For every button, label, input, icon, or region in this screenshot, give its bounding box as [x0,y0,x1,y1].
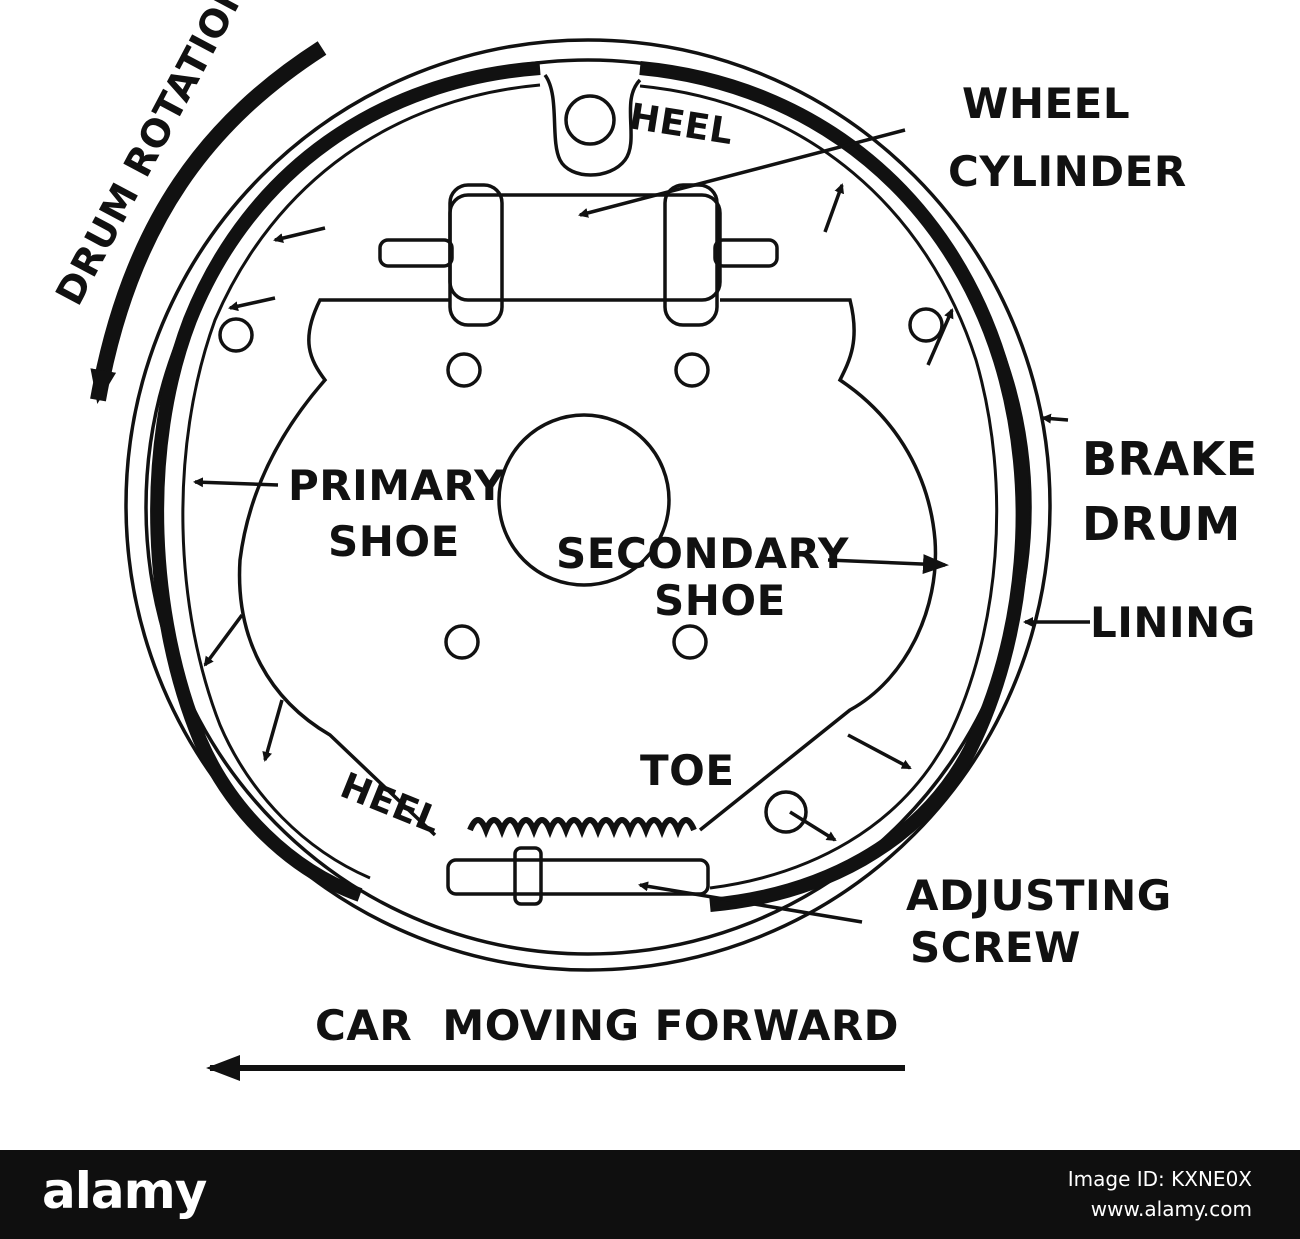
secondary-shoe-label-line2: SHOE [654,576,786,625]
adjusting-spring [467,817,697,839]
wheel-cylinder-left-cap [448,183,504,327]
adjusting-screw-body [446,858,710,896]
car-moving-forward-label: CAR MOVING FORWARD [315,1001,899,1050]
pressure-arrow [203,613,244,667]
adjusting-screw-nut [513,846,543,906]
pressure-arrow [926,308,954,366]
secondary-shoe-leader [827,554,949,575]
shoe-hold-down-pin [764,790,808,834]
backing-plate-outline [237,298,938,837]
secondary-shoe-lining [639,61,1030,912]
lining-label: LINING [1090,598,1256,647]
primary-shoe-leader [193,477,279,488]
brake-drum-outer-ring [124,38,1052,972]
wheel-cylinder-left-bleeder [378,238,454,268]
pressure-arrow [847,733,912,770]
image-id-block: Image ID: KXNE0X www.alamy.com [1068,1164,1252,1224]
mounting-hole [672,624,708,660]
shoe-hold-down-pin [908,307,944,343]
wheel-cylinder-label-line1: WHEEL [962,79,1130,128]
primary-shoe-lining-inner [181,83,541,880]
alamy-logo: alamy [42,1162,207,1220]
toe-label: TOE [640,746,735,795]
pressure-arrow [789,810,837,842]
primary-shoe-lining [150,61,541,902]
adjusting-screw-leader [638,881,863,924]
wheel-cylinder-right-bleeder [713,238,779,268]
axle-hole [497,413,671,587]
adjusting-screw-label-line1: ADJUSTING [906,871,1172,920]
mounting-hole [444,624,480,660]
shoe-hold-down-pin [218,317,254,353]
wheel-cylinder-label-line2: CYLINDER [948,147,1187,196]
mounting-hole [674,352,710,388]
brake-drum-inner-ring [144,58,1032,956]
primary-shoe-label-line2: SHOE [328,517,460,566]
heel-top-label: HEEL [627,96,736,153]
site-url: www.alamy.com [1090,1197,1252,1221]
watermark-footer: alamy Image ID: KXNE0X www.alamy.com [0,1150,1300,1239]
pressure-arrow [273,226,326,243]
pressure-arrow [228,296,276,312]
brake-diagram: DRUM ROTATION HEEL WHEEL CYLINDER BRAKE … [47,0,1258,1081]
anchor-bracket [543,73,642,177]
brake-drum-label-line1: BRAKE [1082,432,1258,486]
mounting-hole [446,352,482,388]
secondary-shoe-lining-inner [639,84,999,890]
heel-bottom-label: HEEL [335,765,447,842]
drum-rotation-arrow [90,41,327,404]
image-id: Image ID: KXNE0X [1067,1167,1252,1191]
pressure-arrow [823,183,844,233]
drum-rotation-label: DRUM ROTATION [47,0,257,312]
pressure-arrow [262,699,284,762]
wheel-cylinder-body [448,193,722,302]
adjusting-screw-label-line2: SCREW [910,923,1081,972]
secondary-shoe-label-line1: SECONDARY [556,529,849,578]
primary-shoe-label-line1: PRIMARY [288,461,505,510]
brake-drum-leader [1041,413,1069,424]
brake-drum-label-line2: DRUM [1082,497,1241,551]
wheel-cylinder-right-cap [663,183,719,327]
anchor-pin [564,94,616,146]
wheel-cylinder-leader [578,128,906,218]
